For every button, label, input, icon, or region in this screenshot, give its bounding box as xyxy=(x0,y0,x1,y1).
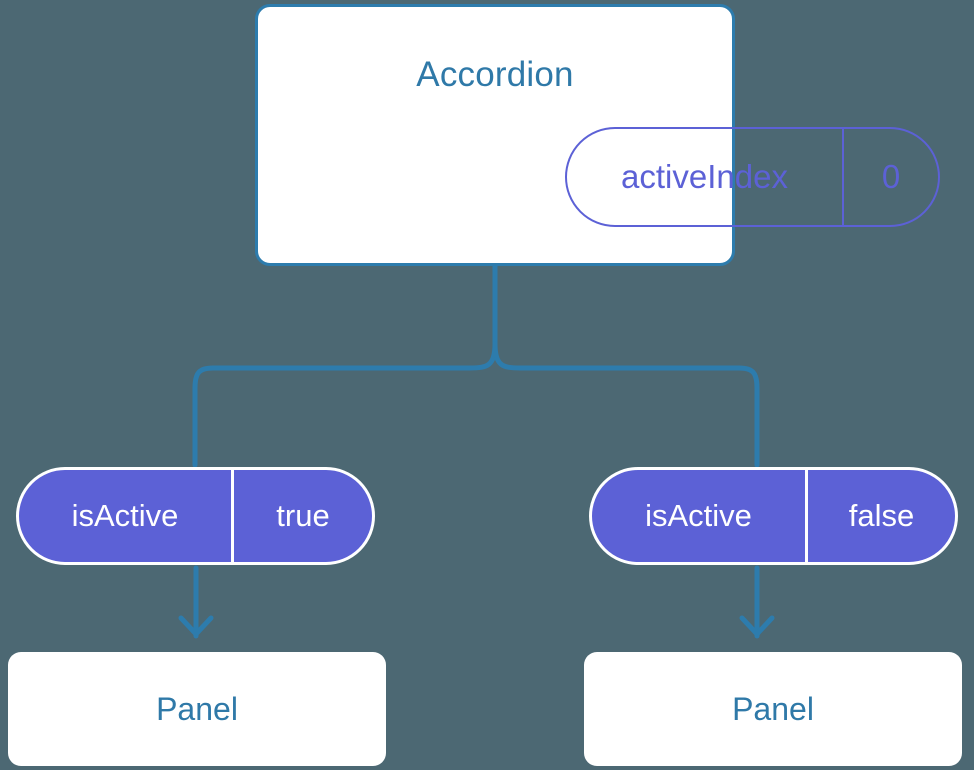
node-panel-left[interactable]: Panel xyxy=(8,652,386,766)
panel-label: Panel xyxy=(732,690,814,727)
node-accordion[interactable]: Accordion activeIndex 0 xyxy=(255,4,940,266)
edge-branch-right xyxy=(492,341,760,468)
panel-label: Panel xyxy=(156,690,238,727)
arrow-head-left-icon xyxy=(178,615,214,637)
prop-pill-is-active-false[interactable]: isActive false xyxy=(589,467,958,565)
state-pill-value: 0 xyxy=(881,158,901,195)
arrow-head-right-icon xyxy=(739,615,775,637)
state-pill-key: activeIndex xyxy=(567,129,844,225)
node-panel-right[interactable]: Panel xyxy=(584,652,962,766)
state-pill-active-index[interactable]: activeIndex 0 xyxy=(565,127,940,227)
prop-pill-key: isActive xyxy=(19,470,234,562)
prop-pill-is-active-true[interactable]: isActive true xyxy=(16,467,375,565)
edge-branch-left xyxy=(192,341,498,468)
accordion-title: Accordion xyxy=(416,55,574,94)
prop-pill-key: isActive xyxy=(592,470,808,562)
prop-pill-value: false xyxy=(848,498,915,533)
prop-pill-value: true xyxy=(276,498,330,533)
